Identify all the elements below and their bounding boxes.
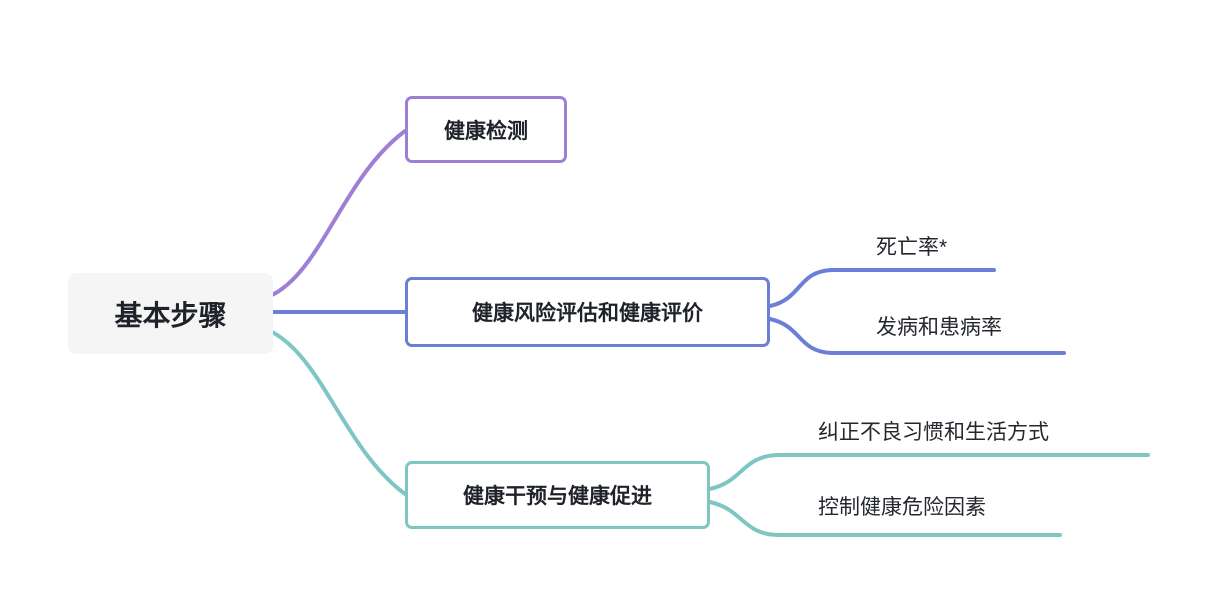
connector-teal-child-1-underline (708, 453, 1150, 491)
leaf-node-label: 控制健康危险因素 (818, 496, 986, 519)
leaf-node-control-risk-factors[interactable]: 控制健康危险因素 (818, 491, 986, 521)
root-node-label: 基本步骤 (114, 299, 227, 331)
leaf-node-mortality-rate[interactable]: 死亡率* (876, 231, 947, 261)
connector-root-to-branch-purple (268, 129, 407, 298)
branch-node-label: 健康风险评估和健康评价 (472, 302, 703, 325)
connector-root-to-branch-teal (268, 329, 407, 496)
connector-blue-child-1-underline (768, 268, 996, 308)
leaf-node-incidence-prevalence[interactable]: 发病和患病率 (876, 311, 1002, 341)
root-node-basic-steps[interactable]: 基本步骤 (68, 273, 273, 354)
branch-node-health-risk-assessment[interactable]: 健康风险评估和健康评价 (405, 277, 770, 347)
branch-node-label: 健康检测 (444, 119, 528, 143)
leaf-node-label: 纠正不良习惯和生活方式 (818, 421, 1049, 444)
leaf-node-label: 发病和患病率 (876, 316, 1002, 339)
branch-node-health-intervention[interactable]: 健康干预与健康促进 (405, 461, 710, 529)
branch-node-label: 健康干预与健康促进 (463, 485, 652, 508)
branch-node-health-testing[interactable]: 健康检测 (405, 96, 567, 163)
leaf-node-correct-bad-habits[interactable]: 纠正不良习惯和生活方式 (818, 416, 1049, 446)
leaf-node-label: 死亡率* (876, 236, 948, 259)
